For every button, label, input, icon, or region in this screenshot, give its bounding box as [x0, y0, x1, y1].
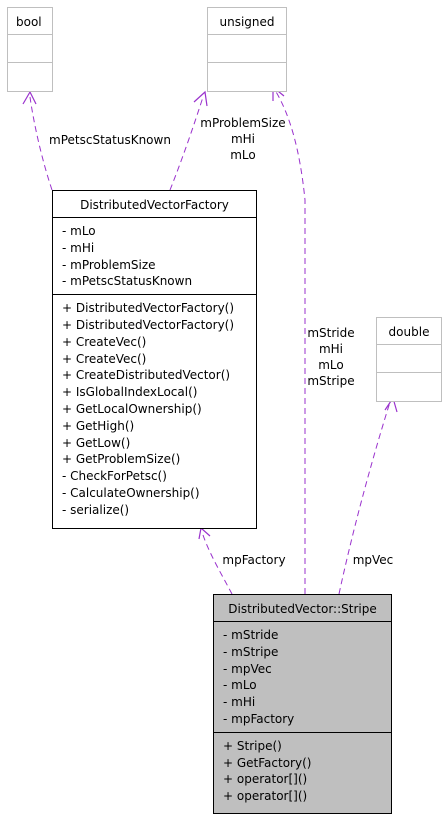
- stripe-title: DistributedVector::Stripe: [228, 602, 377, 616]
- factory-method: + GetLow(): [62, 435, 131, 450]
- factory-method: + CreateDistributedVector(): [62, 368, 231, 383]
- stripe-attribute: - mStripe: [223, 644, 279, 659]
- edge-label-mp-vec: mpVec: [345, 552, 401, 568]
- stripe-method: + operator[](): [223, 789, 308, 804]
- factory-attribute: - mProblemSize: [62, 257, 156, 272]
- factory-method: + IsGlobalIndexLocal(): [62, 385, 198, 400]
- bool-attributes-section: [8, 34, 52, 62]
- edge-label-mp-factory: mpFactory: [215, 552, 293, 568]
- stripe-methods-section: + Stripe() + GetFactory() + operator[]()…: [214, 731, 391, 809]
- factory-method: + GetHigh(): [62, 418, 135, 433]
- edge-factory-to-unsigned: [169, 96, 204, 191]
- factory-title: DistributedVectorFactory: [80, 198, 229, 212]
- stripe-attribute: - mStride: [223, 628, 279, 642]
- factory-method: + CreateVec(): [62, 351, 147, 366]
- arrowhead-bool: [22, 90, 37, 105]
- stripe-class-box: DistributedVector::Stripe - mStride - mS…: [213, 594, 392, 814]
- factory-method: - serialize(): [62, 502, 130, 517]
- factory-method: + GetLocalOwnership(): [62, 401, 202, 416]
- unsigned-title: unsigned: [219, 15, 275, 29]
- distributed-vector-factory-class-box: DistributedVectorFactory - mLo - mHi - m…: [52, 190, 257, 529]
- double-class-box: double: [376, 317, 442, 402]
- arrowhead-unsigned-left: [193, 90, 208, 107]
- edge-stripe-to-factory: [202, 534, 233, 595]
- stripe-attributes-section: - mStride - mStripe - mpVec - mLo - mHi …: [214, 621, 391, 732]
- edge-label-line: mStride: [307, 326, 355, 340]
- edge-label-factory-to-unsigned: mProblemSize mHi mLo: [193, 115, 293, 163]
- edge-label-line: mProblemSize: [200, 116, 286, 130]
- factory-method: - CalculateOwnership(): [62, 485, 200, 500]
- edge-label-line: mpFactory: [222, 553, 286, 567]
- stripe-attribute: - mpFactory: [223, 711, 295, 726]
- stripe-attribute: - mHi: [223, 695, 256, 710]
- stripe-method: + Stripe(): [223, 738, 282, 753]
- unsigned-attributes-section: [208, 34, 286, 62]
- factory-attribute: - mPetscStatusKnown: [62, 274, 193, 289]
- stripe-method: + operator[](): [223, 772, 308, 787]
- double-methods-section: [377, 372, 441, 373]
- edge-label-petsc-status: mPetscStatusKnown: [40, 132, 180, 148]
- stripe-method: + GetFactory(): [223, 755, 312, 770]
- bool-methods-section: [8, 62, 52, 63]
- arrowhead-factory: [198, 526, 211, 540]
- edge-label-line: mHi: [230, 132, 256, 146]
- edge-label-line: mLo: [230, 148, 256, 162]
- bool-title: bool: [16, 15, 42, 29]
- factory-method: + DistributedVectorFactory(): [62, 301, 235, 316]
- edge-label-line: mpVec: [352, 553, 394, 567]
- factory-attribute: - mLo: [62, 224, 96, 238]
- double-attributes-section: [377, 344, 441, 372]
- unsigned-class-box: unsigned: [207, 7, 287, 92]
- factory-methods-section: + DistributedVectorFactory() + Distribut…: [53, 294, 256, 522]
- edge-label-line: mPetscStatusKnown: [49, 133, 171, 147]
- stripe-attribute: - mpVec: [223, 661, 272, 676]
- factory-method: + DistributedVectorFactory(): [62, 317, 235, 332]
- factory-method: + GetProblemSize(): [62, 452, 181, 467]
- bool-class-box: bool: [7, 7, 53, 92]
- stripe-attribute: - mLo: [223, 678, 257, 693]
- edge-label-stripe-to-unsigned: mStride mHi mLo mStripe: [302, 325, 360, 389]
- double-title: double: [388, 325, 430, 339]
- factory-attributes-section: - mLo - mHi - mProblemSize - mPetscStatu…: [53, 217, 256, 294]
- edge-label-line: mStripe: [307, 374, 355, 388]
- edge-label-line: mHi: [318, 342, 344, 356]
- factory-method: - CheckForPetsc(): [62, 469, 167, 484]
- edge-stripe-to-unsigned: [274, 89, 306, 594]
- factory-attribute: - mHi: [62, 240, 95, 255]
- factory-method: + CreateVec(): [62, 334, 147, 349]
- edge-label-line: mLo: [318, 358, 344, 372]
- unsigned-methods-section: [208, 62, 286, 63]
